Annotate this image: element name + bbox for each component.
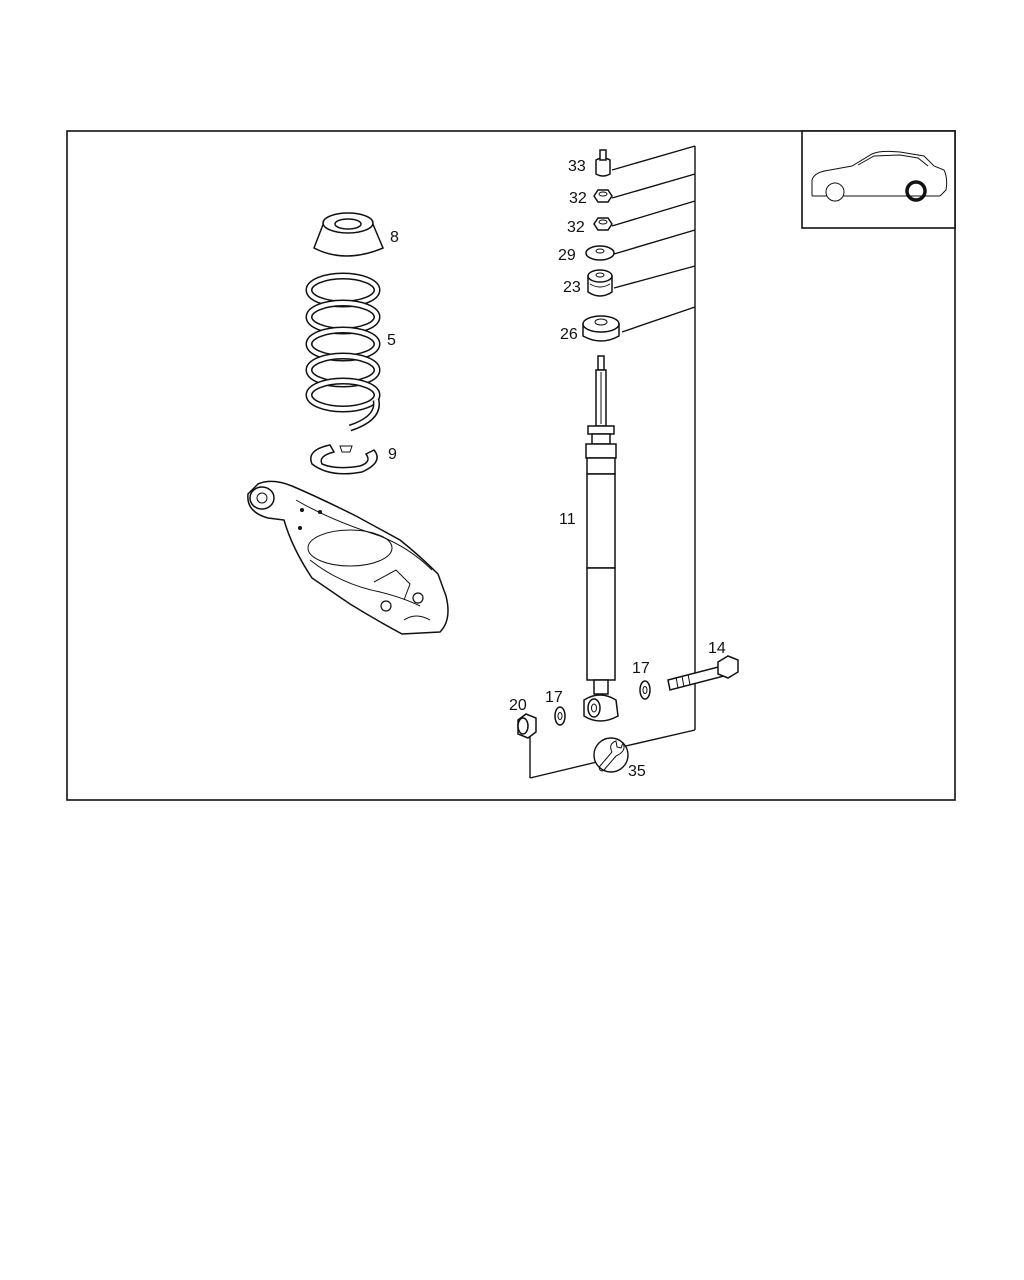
part-33-cap xyxy=(595,149,611,177)
callout-29: 29 xyxy=(558,247,576,264)
callout-11: 11 xyxy=(559,511,576,528)
callout-labels: 33 32 32 29 23 26 8 5 9 11 14 17 17 20 3… xyxy=(387,158,726,780)
car-side-icon xyxy=(811,150,948,202)
part-17-washer-left xyxy=(554,706,566,726)
diagram-frame xyxy=(66,130,956,801)
callout-26: 26 xyxy=(560,326,578,343)
callout-17-left: 17 xyxy=(545,689,563,706)
callout-33: 33 xyxy=(568,158,586,175)
part-29-washer xyxy=(585,245,615,261)
part-26-mount xyxy=(582,315,620,342)
vehicle-locator xyxy=(801,130,956,229)
part-8-spring-seat xyxy=(313,212,384,257)
leader-lines xyxy=(529,145,696,779)
part-20-nut xyxy=(517,713,537,739)
part-32-nut-lower xyxy=(593,217,613,231)
part-17-washer-right xyxy=(639,680,651,700)
control-arm xyxy=(247,480,449,635)
part-5-coil-spring xyxy=(305,272,381,432)
part-11-shock-absorber xyxy=(583,355,619,722)
callout-5: 5 xyxy=(387,332,396,349)
callout-32-lower: 32 xyxy=(567,219,585,236)
part-32-nut-upper xyxy=(593,189,613,203)
callout-9: 9 xyxy=(388,446,397,463)
part-9-spring-pad xyxy=(310,444,378,475)
callout-32-upper: 32 xyxy=(569,190,587,207)
callout-23: 23 xyxy=(563,279,581,296)
part-14-bolt xyxy=(667,655,739,691)
callout-8: 8 xyxy=(390,229,399,246)
callout-35: 35 xyxy=(628,763,646,780)
wrench-icon xyxy=(593,737,629,773)
callout-17-right: 17 xyxy=(632,660,650,677)
callout-14: 14 xyxy=(708,640,726,657)
vehicle-locator-frame xyxy=(801,130,956,229)
callout-20: 20 xyxy=(509,697,527,714)
part-23-rubber-mount xyxy=(587,269,613,297)
